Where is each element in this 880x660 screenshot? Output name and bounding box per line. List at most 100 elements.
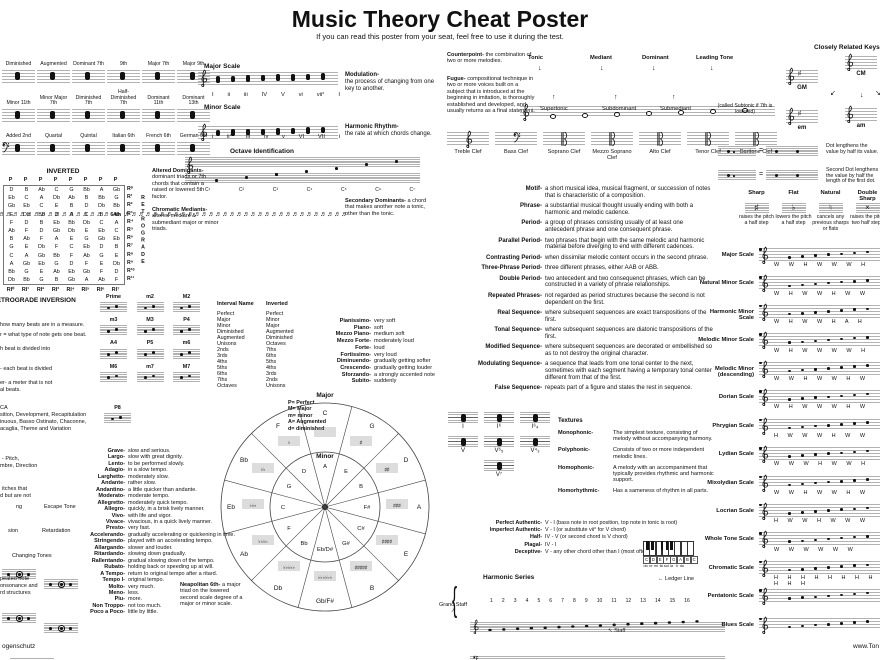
nct-staff — [44, 579, 78, 590]
up-arrow-icon: ↑ — [614, 94, 618, 101]
tempo-row: Ritardando-slowing down gradually. — [94, 551, 186, 558]
interval-staff — [104, 413, 131, 424]
scale-row: Blues Scale — [698, 616, 880, 646]
interval-staff — [100, 302, 127, 313]
svg-text:A: A — [417, 504, 422, 511]
scale-staff — [759, 246, 880, 264]
svg-text:F: F — [287, 526, 291, 532]
grand-staff-label: Grand Staff ↗ — [438, 602, 468, 614]
dot-rule-1-text: Dot lengthens the value by half its valu… — [826, 143, 879, 155]
modulation-def: Modulation-the process of changing from … — [345, 72, 435, 92]
chord-staff — [2, 70, 35, 83]
altered-dominants-def: Altered Dominants- dominant triads or 7t… — [152, 168, 207, 200]
figure-item: I⁶ — [484, 412, 514, 431]
chord-staff — [37, 142, 70, 155]
svg-text:♯♯♯♯♯: ♯♯♯♯♯ — [355, 565, 368, 571]
svg-text:♭♭: ♭♭ — [261, 467, 266, 473]
degree-subdominant: Subdominant — [602, 106, 637, 112]
figure-staff — [484, 435, 514, 447]
harmonic-series-title: Harmonic Series — [483, 574, 535, 581]
form-fragment: acaglia, Theme and Variation — [0, 426, 72, 432]
chord-item: Augmented — [37, 56, 70, 83]
degree-dominant: Dominant — [642, 55, 669, 61]
dynamics-row: Diminuendo-gradually getting softer — [336, 358, 431, 365]
scale-staff — [759, 445, 880, 464]
svg-text:C#: C# — [357, 526, 365, 532]
figure-staff — [484, 459, 514, 471]
interval-staff — [136, 348, 164, 359]
chord-item: Quintal — [72, 128, 105, 155]
scale-row: Whole Tone Scale W W W W W W — [698, 531, 880, 560]
chord-item: Dominant 7th — [72, 56, 105, 83]
cadences-list: Perfect Authentic-V - I (bass note in ro… — [448, 520, 718, 556]
chord-staff — [107, 70, 140, 83]
figure-item: V — [448, 435, 478, 455]
dynamics-row: Piano-soft — [353, 324, 384, 331]
retardation-label: Retardation — [42, 528, 71, 534]
dynamics-row: Mezzo Piano-medium soft — [335, 331, 405, 338]
major-scale-staff — [198, 69, 338, 87]
scale-row: Harmonic Minor Scale W H W W H A H — [698, 303, 880, 333]
svg-text:Bb: Bb — [300, 541, 307, 547]
chord-item: 9th — [107, 56, 140, 83]
equals-sign: = — [759, 146, 764, 154]
scale-staff — [759, 587, 880, 606]
meter-fragment: er- a meter that is not — [0, 380, 53, 386]
clef-icon — [465, 130, 472, 148]
interval-staff — [136, 371, 164, 382]
scale-row: Lydian Scale W W W H W W H — [698, 445, 880, 475]
down-right-arrow-icon: ↘ — [875, 90, 880, 97]
clef-item: Treble Clef — [447, 130, 489, 161]
chord-staff — [37, 109, 70, 122]
svg-text:D: D — [404, 457, 409, 464]
key-staff: ♯ — [786, 67, 818, 85]
nct-fragment: onsonance and — [0, 583, 38, 589]
form-definitions: Motif-a short musical idea, musical frag… — [448, 186, 714, 396]
cadence-row: Half-IV - V (or second chord is V chord) — [530, 534, 628, 541]
figure-staff — [448, 412, 478, 423]
tempo-row: Vivace-vivacious, in a quick lively mann… — [105, 518, 213, 525]
treble-clef-icon — [847, 53, 854, 71]
matrix-retrograde-label: RETROGRADE — [139, 195, 146, 266]
svg-text:♭: ♭ — [288, 440, 290, 446]
interval-staff — [100, 371, 127, 382]
piano-keys-icon — [643, 541, 697, 556]
related-key-am: am — [845, 105, 877, 130]
clef-staff — [447, 130, 489, 148]
nct-fragment: itches that — [2, 486, 28, 492]
meter-fragment: how many beats are in a measure. — [0, 322, 85, 328]
svg-text:G: G — [369, 423, 374, 430]
treble-clef-icon — [523, 103, 530, 121]
accidental-item: Double Sharp × raises the pitch two half… — [850, 190, 880, 226]
form-fragment: inuous, Basso Ostinato, Chaconne, — [0, 419, 87, 425]
tempo-row: Presto-very fast. — [106, 525, 151, 532]
nct-fragment: d but are not — [0, 493, 31, 499]
definition-row: Modified Sequence-where subsequent seque… — [485, 344, 713, 358]
clef-item: Alto Clef — [639, 131, 681, 161]
chord-staff — [2, 109, 35, 122]
clef-staff — [639, 131, 681, 147]
form-fragment: sition, Development, Recapitulation — [0, 412, 87, 418]
down-arrow-icon: ↓ — [538, 65, 542, 72]
tempo-row: Vivo-with life and vigor. — [111, 512, 172, 519]
note-value-tree: WholeoHalf♩♩Quarter♩♩♩♩8th♪♪♪♪♪♪♪♪16th♬♬… — [0, 210, 348, 220]
svg-text:Ab: Ab — [240, 551, 248, 558]
scale-row: Pentatonic Scale — [698, 587, 880, 617]
meter-fragment: - each beat is divided — [0, 366, 52, 372]
interval-staff — [173, 302, 200, 313]
clef-staff — [543, 131, 585, 147]
